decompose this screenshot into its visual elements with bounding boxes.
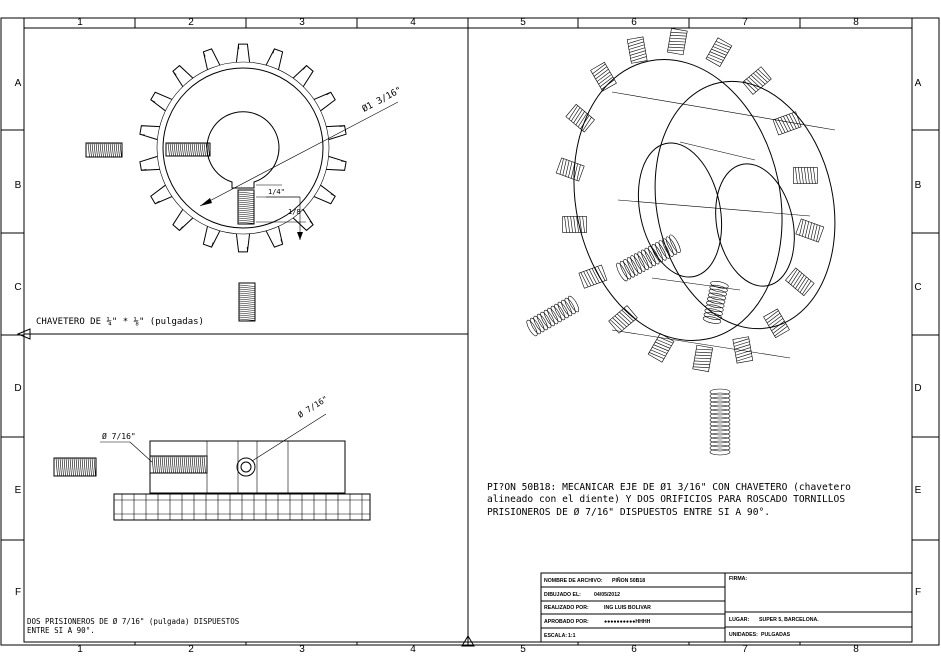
side-hole-inner <box>240 461 252 473</box>
zone-col-label: 1 <box>77 17 83 28</box>
zone-row-label: F <box>15 587 21 598</box>
set-screw-vertical <box>237 189 255 225</box>
zone-col-label: 7 <box>742 644 748 655</box>
zone-col-label: 8 <box>853 17 859 28</box>
pitch-circle <box>162 67 324 229</box>
zone-col-label: 8 <box>853 644 859 655</box>
zone-row-label: C <box>14 282 21 293</box>
tb-file-label: NOMBRE DE ARCHIVO: <box>544 578 603 584</box>
dim-side-left: Ø 7/16" <box>102 431 136 441</box>
zone-row-label: E <box>915 485 922 496</box>
tb-approved-value: ●●●●●●●●●●HHHH <box>604 619 651 625</box>
zone-row-label: E <box>15 485 22 496</box>
zone-col-label: 5 <box>520 644 526 655</box>
tb-scale-label: ESCALA: <box>544 633 567 639</box>
description-line1: PI?ON 50B18: MECANICAR EJE DE Ø1 3/16" C… <box>487 481 851 493</box>
center-mark-bottom <box>461 635 475 647</box>
tb-place-value: SUPER 5, BARCELONA. <box>759 617 819 623</box>
keyway-note: CHAVETERO DE ¼" * ⅛" (pulgadas) <box>36 317 204 327</box>
iso-rim-back <box>654 80 836 330</box>
description-line3: PRISIONEROS DE Ø 7/16" DISPUESTOS ENTRE … <box>487 506 770 518</box>
tb-units-value: PULGADAS <box>761 632 791 638</box>
zone-row-label: A <box>15 78 22 89</box>
title-block: NOMBRE DE ARCHIVO: PIÑON 50B18 DIBUJADO … <box>540 572 913 643</box>
zone-row-label: B <box>915 180 922 191</box>
side-note-line1: DOS PRISIONEROS DE Ø 7/16" (pulgada) DIS… <box>27 617 240 626</box>
zone-col-label: 6 <box>631 644 637 655</box>
tb-made-value: ING LUIS BOLIVAR <box>604 605 651 611</box>
zone-row-label: C <box>914 282 921 293</box>
iso-rim-front <box>573 58 783 342</box>
tb-made-label: REALIZADO POR: <box>544 605 589 611</box>
dim-line-bore <box>199 101 399 207</box>
zone-col-label: 2 <box>188 17 194 28</box>
side-note-line2: ENTRE SI A 90°. <box>27 626 95 635</box>
tb-scale-value: 1:1 <box>568 633 576 639</box>
side-hole-outer <box>236 457 256 477</box>
zone-row-label: F <box>915 587 921 598</box>
side-view: Ø 7/16" Ø 7/16" DOS PRISIONEROS DE Ø 7/1… <box>27 393 371 635</box>
zone-col-label: 7 <box>742 17 748 28</box>
zone-ticks <box>1 18 939 645</box>
dim-key-width: 1/4" <box>268 188 285 196</box>
set-screw-horizontal <box>165 142 211 157</box>
iso-bore-front <box>637 142 723 278</box>
loose-screw-2 <box>238 282 256 322</box>
outer-border <box>0 17 940 646</box>
zone-col-label: 3 <box>299 644 305 655</box>
loose-screw-1 <box>85 142 123 158</box>
tb-place-label: LUGAR: <box>729 617 749 623</box>
dim-key-depth: 1/8" <box>288 208 305 216</box>
tb-file-value: PIÑON 50B18 <box>612 577 645 584</box>
zone-row-label: D <box>14 383 21 394</box>
center-mark-left <box>16 328 31 340</box>
zone-col-label: 4 <box>410 17 416 28</box>
zone-col-label: 1 <box>77 644 83 655</box>
zone-row-label: D <box>914 383 921 394</box>
description-line2: alineado con el diente) Y DOS ORIFICIOS … <box>487 494 845 505</box>
side-set-screw <box>149 455 208 474</box>
tb-approved-label: APROBADO POR: <box>544 619 589 625</box>
zone-col-label: 2 <box>188 644 194 655</box>
front-view: Ø1 3/16" 1/4" 1/8" CHAVETERO DE ¼" * ⅛" … <box>36 43 404 327</box>
zone-col-label: 4 <box>410 644 416 655</box>
zone-col-label: 3 <box>299 17 305 28</box>
iso-springs <box>526 234 731 456</box>
bore <box>206 111 280 189</box>
dim-side-right: Ø 7/16" <box>296 393 330 419</box>
zone-row-label: B <box>15 180 22 191</box>
iso-bore-back <box>715 163 795 287</box>
zone-col-label: 6 <box>631 17 637 28</box>
zone-col-label: 5 <box>520 17 526 28</box>
isometric-view <box>526 28 836 456</box>
iso-teeth <box>555 28 825 372</box>
side-loose-screw <box>53 457 97 477</box>
zone-row-label: A <box>915 78 922 89</box>
tb-drawn-label: DIBUJADO EL: <box>544 592 581 598</box>
tb-signature-label: FIRMA: <box>729 576 747 582</box>
tb-units-label: UNIDADES: <box>729 632 758 638</box>
tb-drawn-value: 04/05/2012 <box>594 592 620 598</box>
side-teeth <box>113 493 371 521</box>
